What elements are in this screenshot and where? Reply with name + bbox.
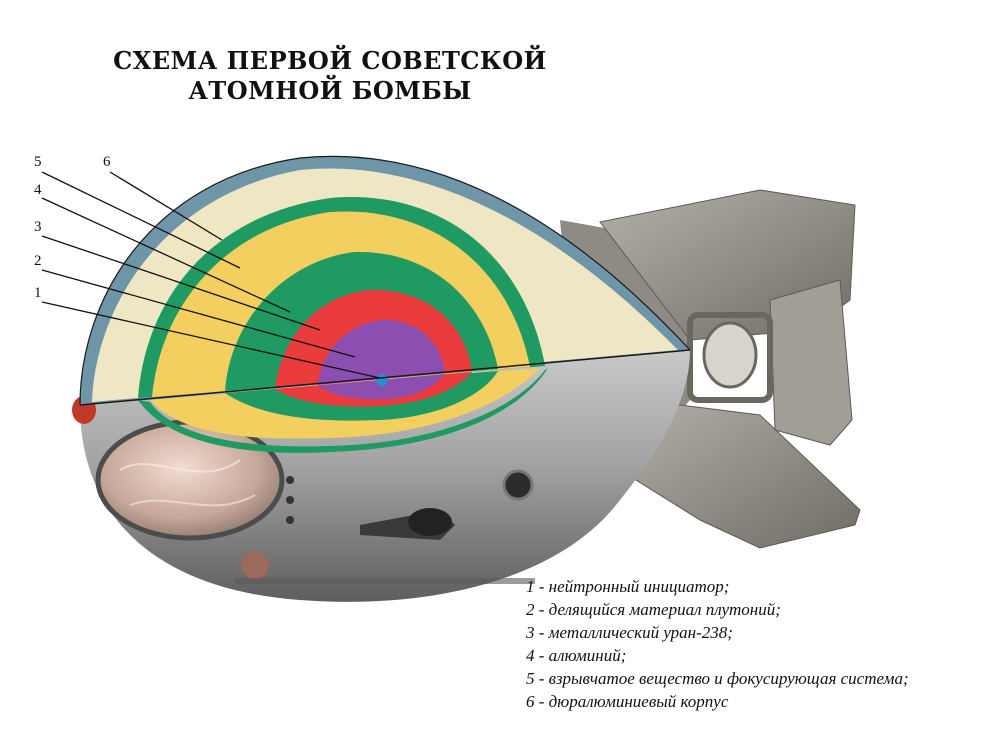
section-plane-edge bbox=[79, 349, 691, 406]
callout-number-3: 3 bbox=[34, 219, 42, 235]
tail-ring bbox=[702, 321, 758, 389]
callout-number-6: 6 bbox=[103, 154, 111, 170]
callout-lines bbox=[41, 171, 381, 379]
callout-number-4: 4 bbox=[34, 182, 42, 198]
callout-line-5 bbox=[41, 171, 241, 269]
legend-item-6: 6 - дюралюминиевый корпус bbox=[526, 692, 729, 711]
callout-number-2: 2 bbox=[34, 253, 42, 269]
legend-item-5: 5 - взрывчатое вещество и фокусирующая с… bbox=[526, 669, 909, 688]
layer-lower-purple bbox=[318, 374, 445, 400]
legend-item-2: 2 - делящийся материал плутоний; bbox=[526, 600, 781, 619]
tail-fin-right bbox=[769, 279, 853, 446]
title-line-2: АТОМНОЙ БОМБЫ bbox=[188, 76, 472, 105]
tail-fin-frame bbox=[687, 312, 773, 403]
title-line-1: СХЕМА ПЕРВОЙ СОВЕТСКОЙ bbox=[113, 46, 547, 75]
callout-line-1 bbox=[41, 301, 381, 379]
callout-line-4 bbox=[41, 197, 291, 313]
layer-lower-green-ring bbox=[138, 368, 548, 453]
diagram-title: СХЕМА ПЕРВОЙ СОВЕТСКОЙ АТОМНОЙ БОМБЫ bbox=[60, 46, 600, 106]
observation-window bbox=[95, 419, 285, 541]
neutron-initiator bbox=[376, 374, 388, 386]
callout-line-6 bbox=[109, 171, 223, 241]
layer-plutonium bbox=[318, 320, 445, 385]
callout-numbers: 5 6 4 3 2 1 bbox=[34, 154, 111, 301]
cutaway-section bbox=[79, 155, 691, 453]
callout-number-5: 5 bbox=[34, 154, 42, 170]
callout-line-2 bbox=[41, 269, 356, 358]
legend-item-3: 3 - металлический уран-238; bbox=[526, 623, 733, 642]
callout-line-3 bbox=[41, 235, 321, 331]
legend-item-1: 1 - нейтронный инициатор; bbox=[526, 577, 730, 596]
legend-item-4: 4 - алюминий; bbox=[526, 646, 627, 665]
body-details bbox=[235, 469, 535, 584]
casing-outline bbox=[79, 155, 691, 406]
legend: 1 - нейтронный инициатор; 2 - делящийся … bbox=[526, 575, 991, 713]
callout-number-1: 1 bbox=[34, 285, 42, 301]
